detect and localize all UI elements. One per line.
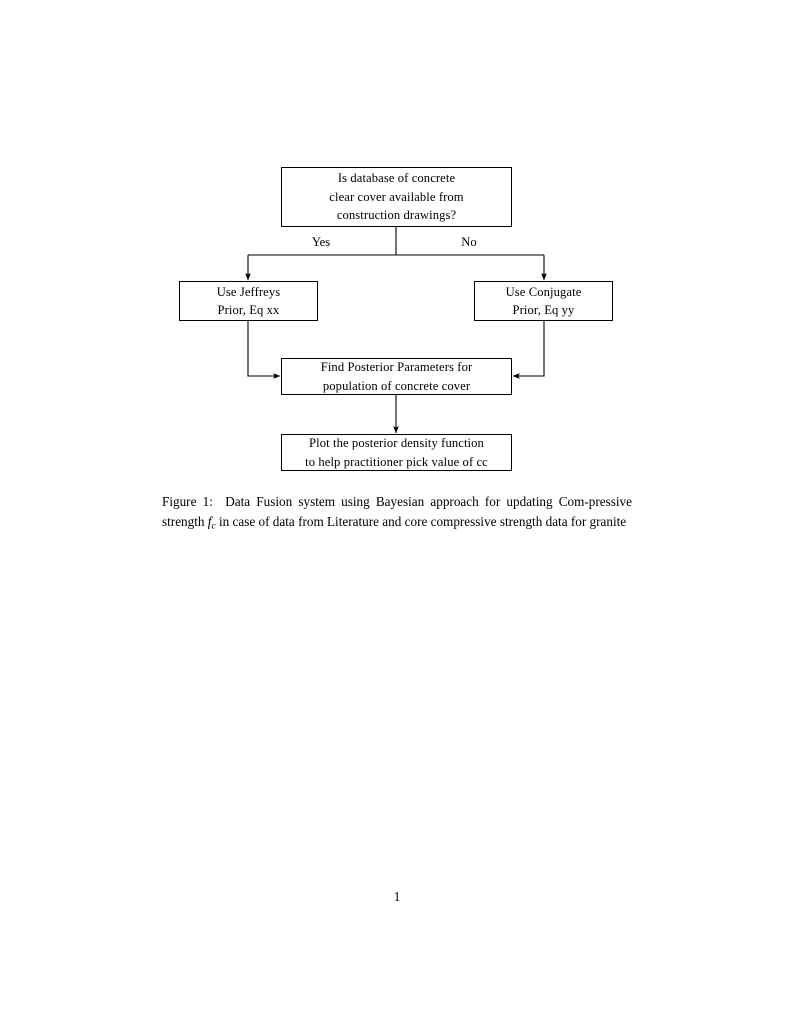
flowchart-connectors [245, 227, 547, 434]
caption-prefix: Figure 1: [162, 494, 213, 509]
caption-text-part-1: Data Fusion system using Bayesian approa… [162, 494, 632, 529]
node-line: Plot the posterior density function [309, 436, 484, 450]
node-line: Use Jeffreys [216, 284, 281, 299]
node-line: construction drawings? [336, 208, 457, 223]
page-number: 1 [393, 889, 401, 904]
figure-caption: Figure 1: Data Fusion system using Bayes… [162, 492, 632, 537]
process-node-conjugate-prior[interactable]: Use Conjugate Prior, Eq yy [474, 281, 613, 321]
figure-flowchart: Is database of concrete clear cover avai… [0, 0, 794, 500]
node-line: Prior, Eq xx [217, 303, 280, 317]
connector-jeffreys-to-posterior [247, 321, 281, 379]
node-line: clear cover available from [329, 189, 464, 204]
node-line: Prior, Eq yy [512, 303, 575, 317]
node-line: population of concrete cover [322, 378, 471, 393]
caption-math-symbol: fc [207, 513, 216, 532]
node-line: to help practitioner pick value of cc [305, 454, 488, 469]
process-node-find-posterior-parameters[interactable]: Find Posterior Parameters for population… [281, 358, 512, 395]
node-line: Find Posterior Parameters for [320, 360, 473, 374]
edge-label-no: No [461, 235, 477, 249]
node-line: Is database of concrete [337, 171, 456, 186]
process-node-plot-posterior-density[interactable]: Plot the posterior density function to h… [281, 434, 512, 471]
decision-node-database-available[interactable]: Is database of concrete clear cover avai… [281, 167, 512, 227]
connector-conjugate-to-posterior [512, 321, 545, 379]
node-line: Use Conjugate [505, 284, 582, 299]
edge-label-yes: Yes [311, 235, 331, 249]
caption-text-part-2: in case of data from Literature and core… [218, 513, 627, 529]
process-node-jeffreys-prior[interactable]: Use Jeffreys Prior, Eq xx [179, 281, 318, 321]
